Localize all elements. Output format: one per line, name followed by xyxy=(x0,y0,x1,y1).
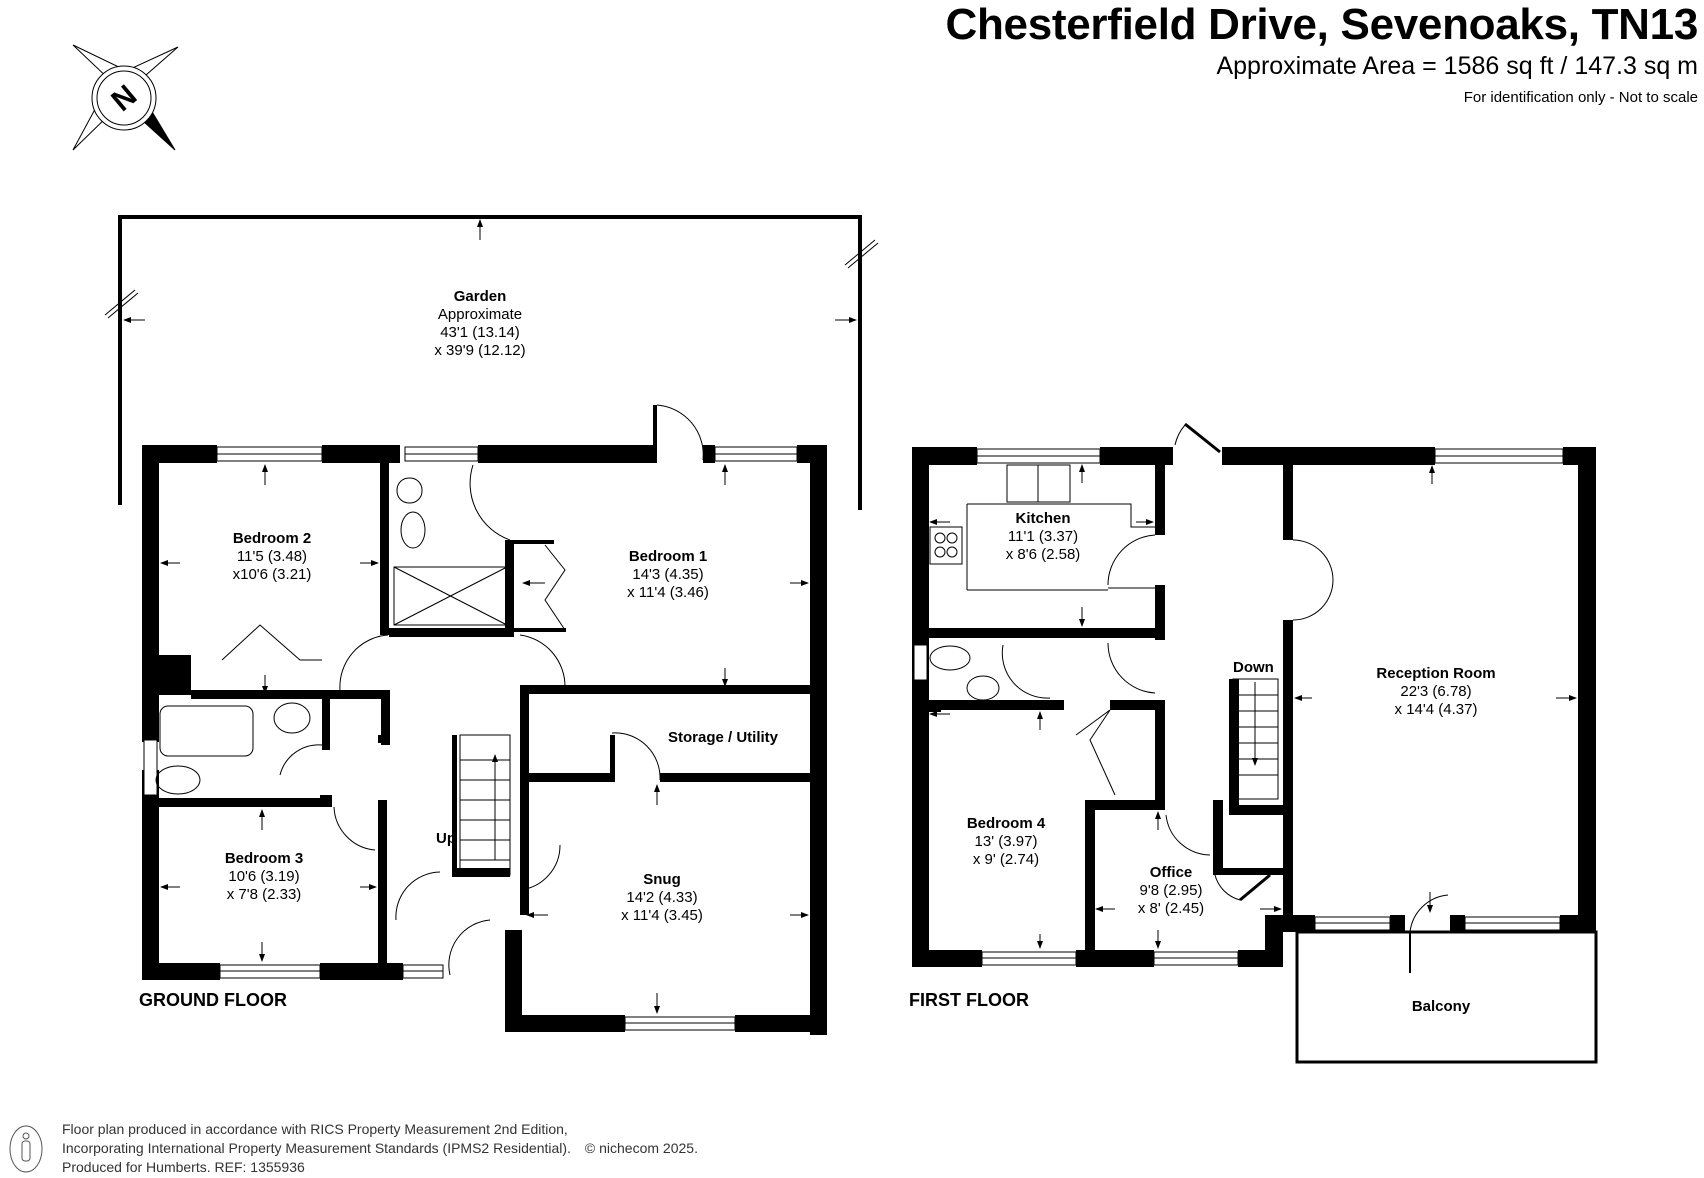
room-label-garden: Garden Approximate 43'1 (13.14) x 39'9 (… xyxy=(434,288,526,359)
balcony-outline xyxy=(1295,930,1598,1064)
room-label-storage-utility: Storage / Utility xyxy=(668,729,779,746)
stairs-down-label: Down xyxy=(1233,659,1274,676)
scale-disclaimer: For identification only - Not to scale xyxy=(1463,89,1698,106)
room-label-bedroom-4: Bedroom 4 13' (3.97) x 9' (2.74) xyxy=(966,815,1046,868)
room-label-office: Office 9'8 (2.95) x 8' (2.45) xyxy=(1137,864,1205,917)
room-label-kitchen: Kitchen 11'1 (3.37) x 8'6 (2.58) xyxy=(1005,510,1081,563)
room-label-bedroom-1: Bedroom 1 14'3 (4.35) x 11'4 (3.46) xyxy=(627,548,709,601)
stairs-up-label: Up xyxy=(436,830,456,847)
room-label-bedroom-2: Bedroom 2 11'5 (3.48) x10'6 (3.21) xyxy=(232,530,312,583)
copyright-notice: © nichecom 2025. xyxy=(584,1140,698,1156)
room-label-snug: Snug 14'2 (4.33) x 11'4 (3.45) xyxy=(621,871,703,924)
ground-floor-label: GROUND FLOOR xyxy=(139,990,287,1010)
footer-credits: Floor plan produced in accordance with R… xyxy=(62,1121,698,1175)
property-title: Chesterfield Drive, Sevenoaks, TN13 xyxy=(945,0,1699,49)
approximate-area: Approximate Area = 1586 sq ft / 147.3 sq… xyxy=(1216,52,1698,80)
person-measurement-icon xyxy=(9,1125,43,1173)
first-floor-walls xyxy=(912,447,1596,967)
room-label-balcony: Balcony xyxy=(1411,998,1471,1015)
garden-boundary xyxy=(118,215,862,510)
room-label-bedroom-3: Bedroom 3 10'6 (3.19) x 7'8 (2.33) xyxy=(224,850,304,903)
north-compass-icon: N xyxy=(72,44,179,151)
room-label-reception-room: Reception Room 22'3 (6.78) x 14'4 (4.37) xyxy=(1376,665,1496,718)
first-floor-label: FIRST FLOOR xyxy=(909,990,1029,1010)
ground-floor-walls xyxy=(142,405,827,1035)
